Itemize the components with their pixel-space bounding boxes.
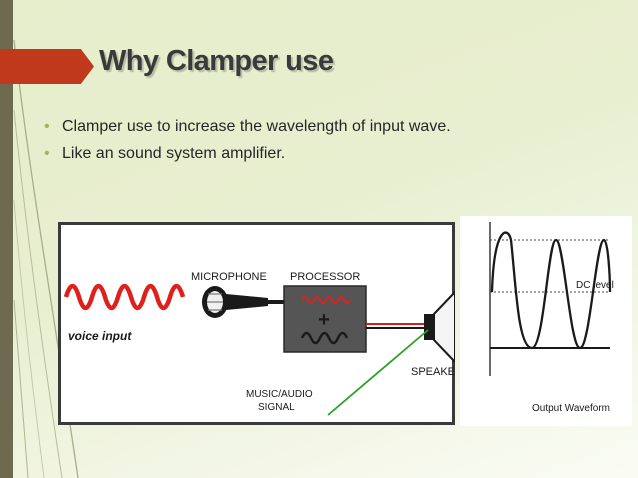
music-signal-label-line1: MUSIC/AUDIO bbox=[246, 389, 313, 400]
output-waveform bbox=[490, 231, 612, 350]
speaker-label: SPEAKER bbox=[411, 366, 455, 378]
bullet-text: Like an sound system amplifier. bbox=[62, 145, 286, 162]
microphone-icon bbox=[202, 286, 268, 318]
output-waveform-figure: DC level Output Waveform bbox=[460, 216, 632, 426]
bullet-marker-icon: • bbox=[44, 145, 50, 162]
bullet-item: • Clamper use to increase the wavelength… bbox=[44, 116, 484, 138]
speaker-icon bbox=[424, 290, 455, 364]
music-signal-line bbox=[327, 329, 429, 416]
title-arrow-shape bbox=[0, 49, 94, 84]
processor-label: PROCESSOR bbox=[290, 271, 360, 283]
audio-system-diagram: voice input MICROPHONE PROCESSOR + SPEAK… bbox=[58, 222, 455, 425]
waveform-caption: Output Waveform bbox=[532, 403, 610, 414]
bullet-list: • Clamper use to increase the wavelength… bbox=[44, 116, 484, 170]
bullet-text: Clamper use to increase the wavelength o… bbox=[62, 118, 451, 135]
bullet-item: • Like an sound system amplifier. bbox=[44, 143, 484, 165]
processor-wave-in bbox=[301, 296, 351, 304]
processor-box: + bbox=[283, 285, 367, 353]
slide-title: Why Clamper use bbox=[99, 45, 334, 77]
music-signal-label-line2: SIGNAL bbox=[258, 402, 295, 413]
bullet-marker-icon: • bbox=[44, 118, 50, 135]
left-accent-bar bbox=[0, 0, 13, 478]
microphone-label: MICROPHONE bbox=[191, 271, 267, 283]
processor-plus-symbol: + bbox=[318, 309, 330, 331]
voice-wave bbox=[63, 283, 186, 311]
processor-wave-out bbox=[300, 331, 349, 345]
voice-input-label: voice input bbox=[68, 329, 132, 343]
dc-level-label: DC level bbox=[576, 280, 614, 291]
